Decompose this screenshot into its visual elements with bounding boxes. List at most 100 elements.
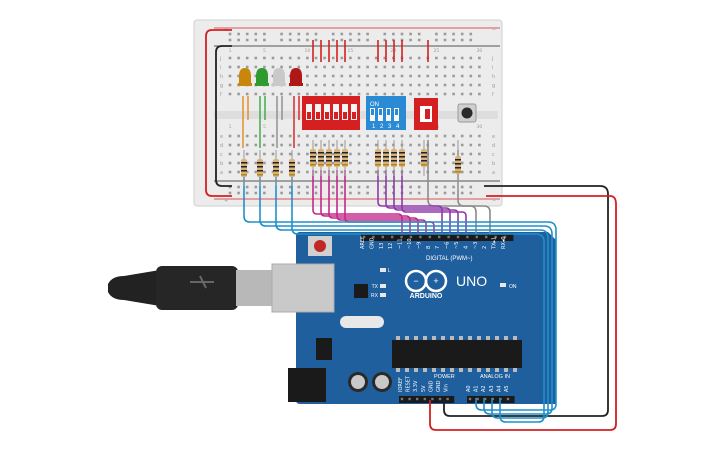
header-pin bbox=[409, 235, 413, 239]
reset-button[interactable] bbox=[314, 240, 326, 252]
breadboard-hole bbox=[280, 152, 283, 156]
rail-hole bbox=[254, 185, 258, 189]
led-red bbox=[290, 68, 302, 84]
breadboard-hole bbox=[443, 92, 447, 96]
rail-hole bbox=[460, 191, 464, 195]
chip-pin bbox=[423, 336, 427, 340]
rail-hole bbox=[452, 32, 455, 36]
pushbutton-cap[interactable] bbox=[461, 107, 473, 119]
resistor-dip-blue-band bbox=[399, 160, 405, 162]
chip-pin bbox=[405, 368, 409, 372]
resistor-dip-red-band bbox=[334, 152, 340, 154]
dip-red-toggle bbox=[343, 112, 347, 119]
breadboard-hole bbox=[366, 161, 369, 165]
breadboard-hole bbox=[280, 170, 283, 174]
resistor-button-band bbox=[455, 159, 461, 161]
breadboard-hole bbox=[392, 143, 395, 147]
row-letter: i bbox=[220, 65, 221, 71]
svg-text:+: + bbox=[433, 276, 438, 286]
breadboard-hole bbox=[323, 74, 326, 78]
breadboard-hole bbox=[306, 134, 309, 138]
breadboard-hole bbox=[469, 56, 473, 60]
breadboard-hole bbox=[452, 134, 455, 138]
rail-hole bbox=[435, 38, 438, 42]
rail-hole bbox=[452, 191, 455, 195]
pin-label: 8 bbox=[426, 246, 432, 249]
breadboard-hole bbox=[357, 134, 361, 138]
breadboard-hole bbox=[323, 161, 326, 165]
pin-label: 3.3V bbox=[413, 380, 419, 392]
breadboard-hole bbox=[417, 74, 421, 78]
rail-minus-bottom: − bbox=[492, 198, 496, 204]
led-red-rim bbox=[289, 83, 303, 86]
breadboard-hole bbox=[254, 65, 258, 69]
usb-plug-metal bbox=[236, 270, 274, 306]
breadboard-hole bbox=[452, 152, 455, 156]
resistor-led-band bbox=[241, 174, 247, 176]
rail-hole bbox=[237, 32, 240, 36]
rail-hole bbox=[349, 32, 352, 36]
rail-hole bbox=[469, 185, 473, 189]
resistor-dip-red-band bbox=[326, 152, 332, 154]
breadboard-hole bbox=[349, 161, 352, 165]
breadboard-hole bbox=[435, 92, 438, 96]
header-pin bbox=[408, 397, 411, 401]
dip-switch-red bbox=[302, 96, 360, 130]
pin-label: AREF bbox=[360, 236, 366, 249]
arduino-board: L TX RX ON − + ARDUINO UNO DIGITAL (PWM~… bbox=[271, 232, 556, 404]
rail-hole bbox=[409, 32, 412, 36]
breadboard-hole bbox=[357, 74, 361, 78]
breadboard-hole bbox=[297, 56, 301, 60]
breadboard-hole bbox=[452, 143, 455, 147]
header-pin bbox=[456, 235, 460, 239]
breadboard-hole bbox=[426, 92, 430, 96]
breadboard-hole bbox=[417, 65, 421, 69]
led-white bbox=[273, 68, 285, 84]
rail-hole bbox=[314, 32, 318, 36]
breadboard-hole bbox=[306, 161, 309, 165]
digital-label: DIGITAL (PWM~) bbox=[426, 256, 473, 262]
breadboard-hole bbox=[340, 134, 344, 138]
breadboard-hole bbox=[478, 92, 481, 96]
pin-label: 13 bbox=[379, 243, 385, 249]
rail-hole bbox=[409, 38, 412, 42]
breadboard-hole bbox=[374, 74, 378, 78]
breadboard-hole bbox=[443, 170, 447, 174]
resistor-dip-red-band bbox=[326, 156, 332, 158]
breadboard-hole bbox=[426, 74, 430, 78]
resistor-led-band bbox=[257, 162, 263, 164]
breadboard-hole bbox=[340, 152, 344, 156]
row-letter: h bbox=[220, 74, 223, 80]
rail-hole bbox=[263, 185, 266, 189]
breadboard-hole bbox=[469, 143, 473, 147]
resistor-led-band bbox=[241, 162, 247, 164]
breadboard-hole bbox=[245, 65, 249, 69]
header-pin bbox=[468, 397, 472, 401]
header-pin bbox=[419, 235, 422, 239]
rail-hole bbox=[435, 185, 438, 189]
chip-pin bbox=[414, 336, 418, 340]
chip-pin bbox=[504, 368, 508, 372]
breadboard-hole bbox=[478, 134, 481, 138]
breadboard-hole bbox=[366, 143, 369, 147]
row-letter: e bbox=[492, 134, 495, 140]
rail-hole bbox=[469, 32, 473, 36]
header-pin bbox=[391, 235, 394, 239]
dip-number-4: 4 bbox=[396, 124, 400, 130]
rail-plus-bottom: + bbox=[224, 198, 228, 204]
breadboard-hole bbox=[392, 74, 395, 78]
breadboard-hole bbox=[271, 134, 275, 138]
dip-number-1: 1 bbox=[372, 124, 376, 130]
led-tx-label: TX bbox=[372, 284, 379, 290]
column-number: 25 bbox=[434, 48, 440, 54]
rail-hole bbox=[417, 185, 421, 189]
resistor-dip-red-band bbox=[326, 164, 332, 166]
resistor-dip-red-band bbox=[310, 156, 316, 158]
breadboard-hole bbox=[297, 152, 301, 156]
rail-hole bbox=[331, 32, 335, 36]
breadboard-hole bbox=[435, 170, 438, 174]
breadboard-hole bbox=[280, 134, 283, 138]
breadboard-hole bbox=[288, 134, 292, 138]
rail-hole bbox=[263, 32, 266, 36]
